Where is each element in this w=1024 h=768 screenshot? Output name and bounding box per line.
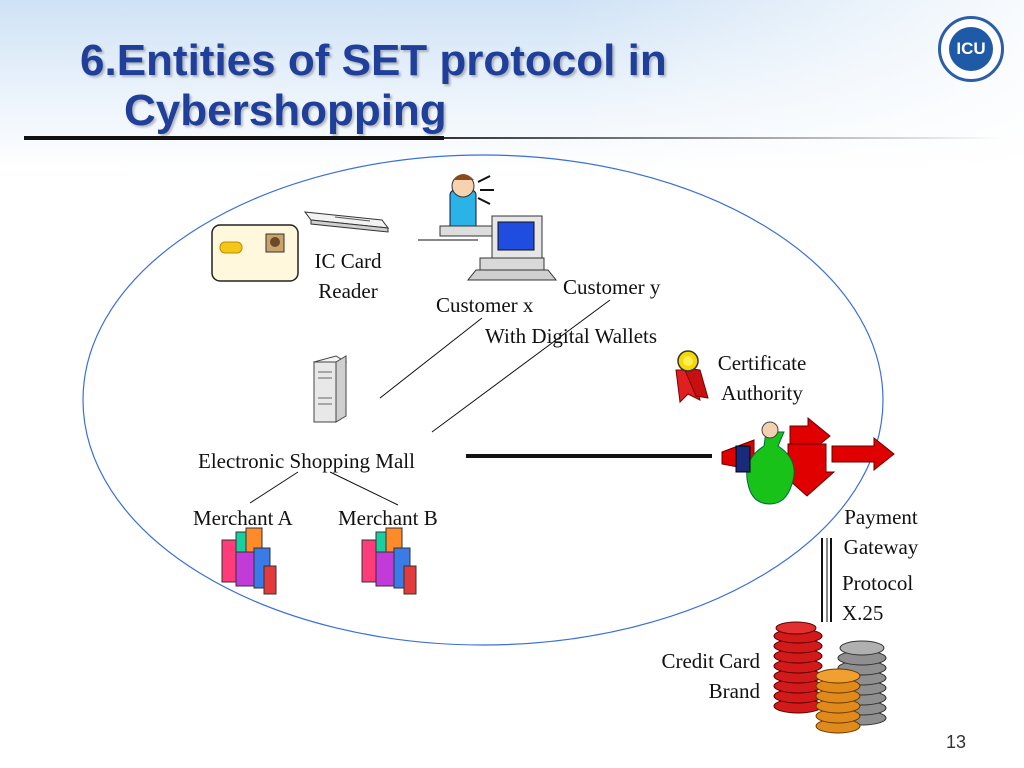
link-merchant-a xyxy=(249,471,299,504)
header-band xyxy=(0,0,1024,170)
link-customer-y xyxy=(431,299,611,433)
customer-x-label: Customer x xyxy=(436,293,534,317)
title-rule xyxy=(24,136,444,140)
ic-card-reader-line2: Reader xyxy=(318,279,378,303)
certificate-line2: Authority xyxy=(721,381,803,405)
credit-line1: Credit Card xyxy=(661,649,760,673)
page-number: 13 xyxy=(945,732,966,752)
protocol-line1: Protocol xyxy=(842,571,914,595)
customer-person-icon xyxy=(439,174,494,237)
payment-line1: Payment xyxy=(844,505,918,529)
shopping-mall-label: Electronic Shopping Mall xyxy=(198,449,415,473)
certificate-authority-label: Certificate Authority xyxy=(702,348,822,408)
payment-gateway-label: Payment Gateway xyxy=(828,502,934,562)
merchant-b-label: Merchant B xyxy=(338,506,438,530)
icu-logo-text: ICU xyxy=(949,27,993,71)
certificate-ribbon-icon xyxy=(675,350,709,404)
title-rule-fade xyxy=(444,137,1004,139)
payment-line2: Gateway xyxy=(843,535,919,559)
icu-logo: ICU xyxy=(938,16,1004,82)
server-icon xyxy=(312,355,348,423)
building-icon xyxy=(361,527,417,595)
credit-line2: Brand xyxy=(708,679,760,703)
x25-link xyxy=(821,538,832,622)
link-merchant-b xyxy=(329,471,399,506)
certificate-line1: Certificate xyxy=(717,351,807,375)
digital-wallets-label: With Digital Wallets xyxy=(485,324,658,348)
coin-stack-icon xyxy=(773,621,887,734)
domain-ellipse xyxy=(82,154,884,646)
computer-icon xyxy=(466,215,558,281)
building-icon xyxy=(221,527,277,595)
protocol-line2: X.25 xyxy=(842,601,884,625)
card-reader-icon xyxy=(303,211,390,233)
ic-card-reader-label: IC Card Reader xyxy=(300,246,396,306)
slide-title: 6.Entities of SET protocol in Cybershopp… xyxy=(80,36,667,136)
merchant-a-label: Merchant A xyxy=(193,506,293,530)
money-bag-icon xyxy=(735,421,795,505)
protocol-label: Protocol X.25 xyxy=(842,568,913,628)
link-customer-x xyxy=(379,317,483,399)
title-line-1: 6.Entities of SET protocol in xyxy=(80,36,667,85)
customer-y-label: Customer y xyxy=(563,275,661,299)
ic-card-icon xyxy=(211,224,299,282)
title-line-2: Cybershopping xyxy=(124,86,447,135)
ic-card-reader-line1: IC Card xyxy=(314,249,382,273)
credit-card-brand-label: Credit Card Brand xyxy=(620,646,760,706)
